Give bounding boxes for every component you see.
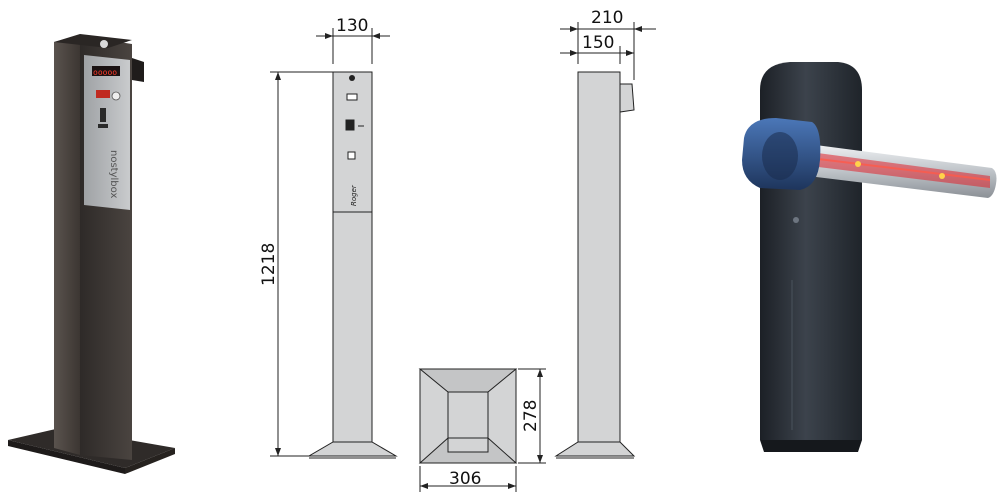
side-view-base <box>554 441 636 457</box>
dim-label-base-width: 306 <box>449 469 481 489</box>
barrier-led-icon-2 <box>939 173 945 179</box>
front-view-logo: Roger <box>350 184 358 206</box>
kiosk-display <box>92 66 120 76</box>
side-view-column <box>577 71 621 443</box>
kiosk-hood <box>132 58 144 82</box>
barrier-gate-photo <box>705 0 998 502</box>
kiosk-brand-text: nostylbox <box>108 150 119 198</box>
pay-station-illustration: ooooo nostylbox <box>8 34 175 474</box>
lock-icon <box>100 40 108 48</box>
coin-slot-icon <box>111 91 121 101</box>
barrier-gate-illustration <box>742 62 997 452</box>
side-view-hood <box>619 83 635 113</box>
dim-label-side-body: 150 <box>582 33 614 53</box>
barrier-led-icon <box>855 161 861 167</box>
kiosk-front-panel <box>84 55 130 210</box>
kiosk-column-side <box>54 36 80 455</box>
barrier-keyhole-icon <box>793 217 799 223</box>
kiosk-display-text: ooooo <box>93 68 117 77</box>
pay-station-photo: ooooo nostylbox <box>0 0 235 502</box>
dim-label-base-depth: 278 <box>521 400 541 432</box>
technical-drawing: Roger 130 210 150 1218 306 278 <box>235 0 705 502</box>
dim-label-front-width: 130 <box>336 16 368 36</box>
ticket-slot <box>100 108 106 122</box>
base-plan-inner <box>447 391 489 439</box>
coin-button <box>96 90 110 98</box>
front-view-lock-icon <box>349 75 355 81</box>
dim-label-height: 1218 <box>259 243 279 286</box>
front-view-base <box>307 441 398 457</box>
dimension-drawing: Roger 130 210 150 1218 306 278 <box>259 8 656 492</box>
dim-label-side-total: 210 <box>591 8 623 28</box>
